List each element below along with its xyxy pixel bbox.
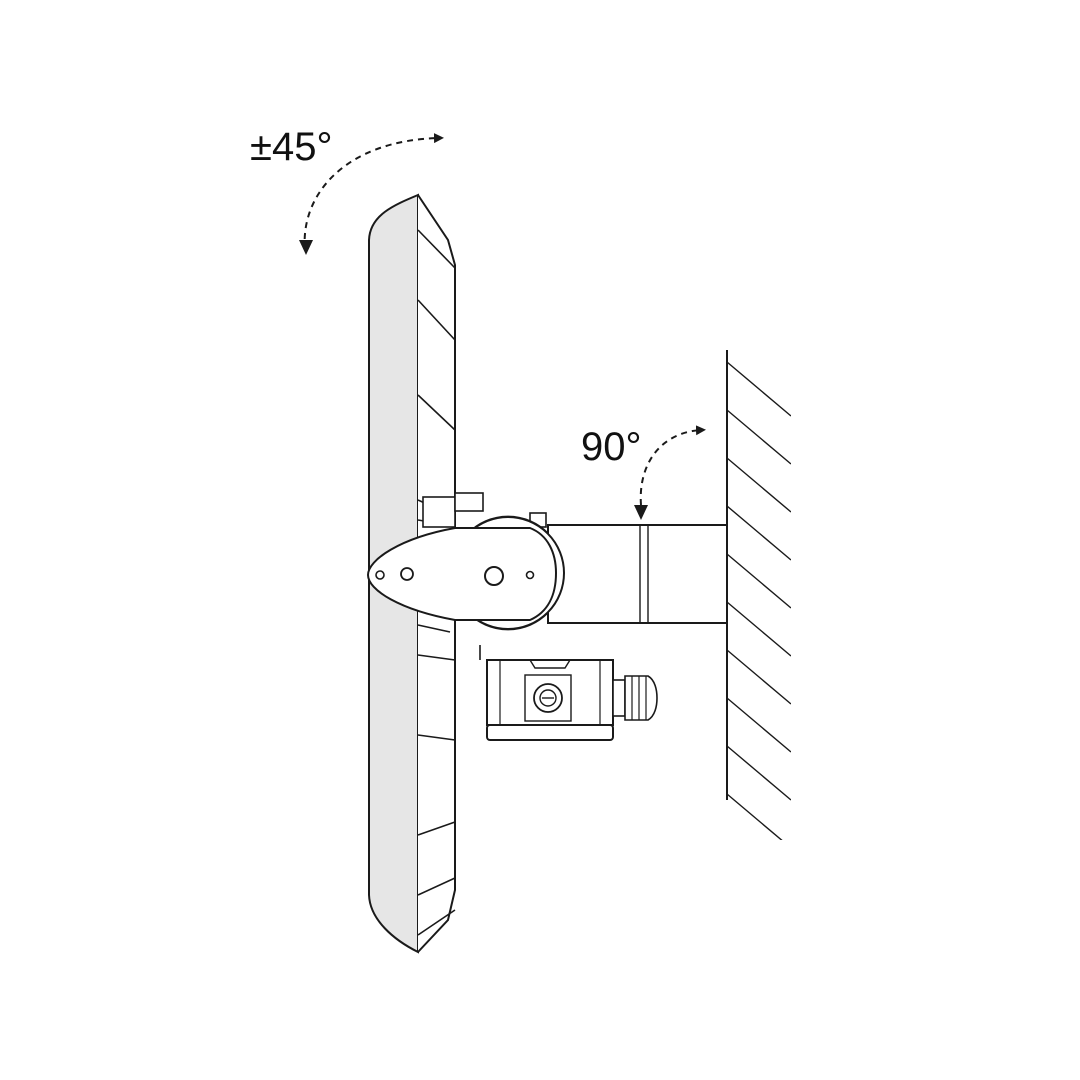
wall-hatching [727, 361, 791, 840]
hinge-block [422, 492, 547, 528]
pivot-bolt [484, 566, 504, 586]
bracket-hole [375, 570, 385, 580]
mounting-bracket [366, 527, 558, 621]
tilt-angle-label: ±45° [250, 125, 332, 169]
wall [726, 350, 791, 840]
rotation-angle-label: 90° [581, 425, 642, 469]
rotation-arrow [634, 425, 706, 520]
rotation-arrowhead-down [634, 505, 648, 520]
junction-box [479, 645, 658, 741]
wall-arm [547, 524, 728, 624]
tilt-arrowhead-down [299, 240, 313, 255]
bracket-hole [400, 567, 414, 581]
cable-gland [612, 675, 658, 721]
bracket-hole [525, 570, 535, 580]
tilt-arrow [299, 133, 444, 255]
